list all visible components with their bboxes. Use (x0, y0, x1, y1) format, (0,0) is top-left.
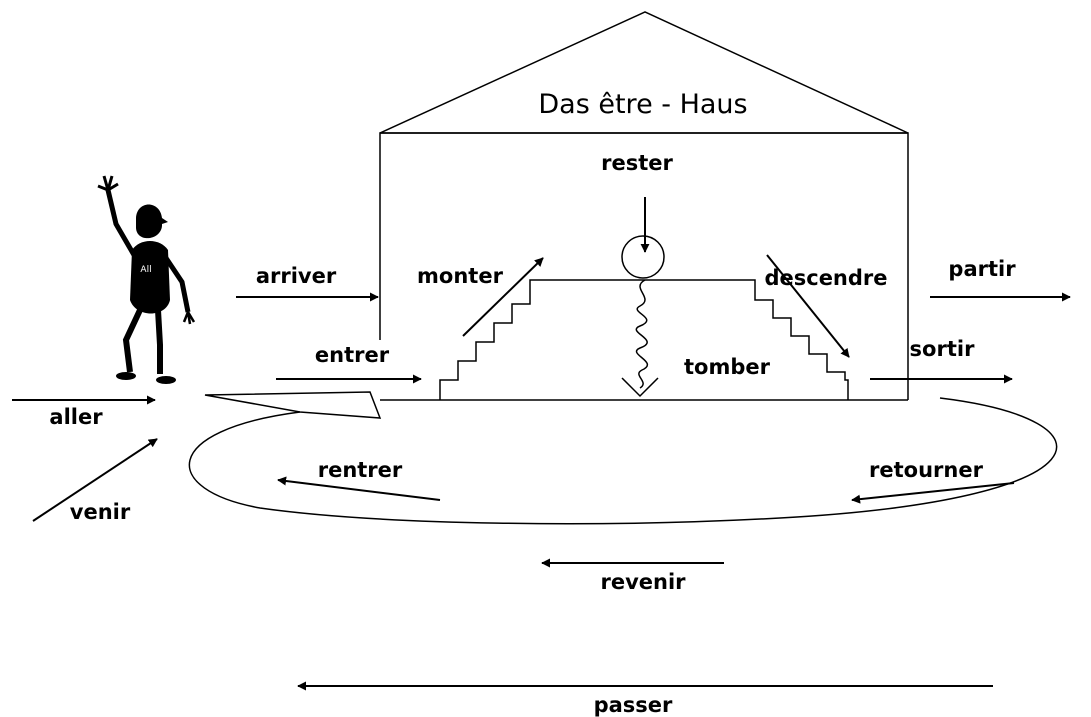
person-leg-left (122, 308, 143, 373)
rester-circle (621, 235, 665, 279)
person-figure: All (97, 175, 196, 384)
retourner-arrow (851, 482, 1015, 504)
tomber-spiral (635, 279, 649, 389)
person-shirt-label: All (140, 265, 151, 275)
label-retourner: retourner (869, 458, 984, 482)
person-torso (130, 241, 170, 314)
label-partir: partir (948, 257, 1016, 281)
label-rester: rester (601, 151, 673, 175)
person-foot-left (116, 372, 136, 380)
label-rentrer: rentrer (318, 458, 403, 482)
person-hand-right (182, 311, 196, 325)
person-hand-left (97, 175, 119, 192)
label-aller: aller (49, 405, 103, 429)
house-walls (379, 132, 909, 400)
label-entrer: entrer (315, 343, 390, 367)
person-leg-right (155, 309, 163, 374)
person-cap (136, 204, 168, 239)
loop-pointer (204, 391, 382, 419)
label-descendre: descendre (764, 266, 887, 290)
label-sortir: sortir (910, 337, 976, 361)
monter-arrow (462, 257, 544, 337)
venir-arrow (32, 438, 158, 522)
label-venir: venir (70, 500, 131, 524)
return-loop (188, 397, 1058, 525)
label-arriver: arriver (256, 264, 337, 288)
house (379, 11, 909, 401)
rentrer-arrow (277, 476, 441, 501)
label-tomber: tomber (684, 355, 771, 379)
descendre-arrow (766, 254, 850, 358)
house-title: Das être - Haus (538, 89, 747, 120)
label-revenir: revenir (600, 570, 686, 594)
person-arm-right (163, 256, 191, 313)
staircase (439, 279, 849, 400)
label-passer: passer (594, 693, 673, 717)
person-foot-right (156, 376, 176, 384)
tomber-chevron (621, 377, 659, 398)
person-arm-left (105, 189, 137, 257)
label-monter: monter (417, 264, 504, 288)
